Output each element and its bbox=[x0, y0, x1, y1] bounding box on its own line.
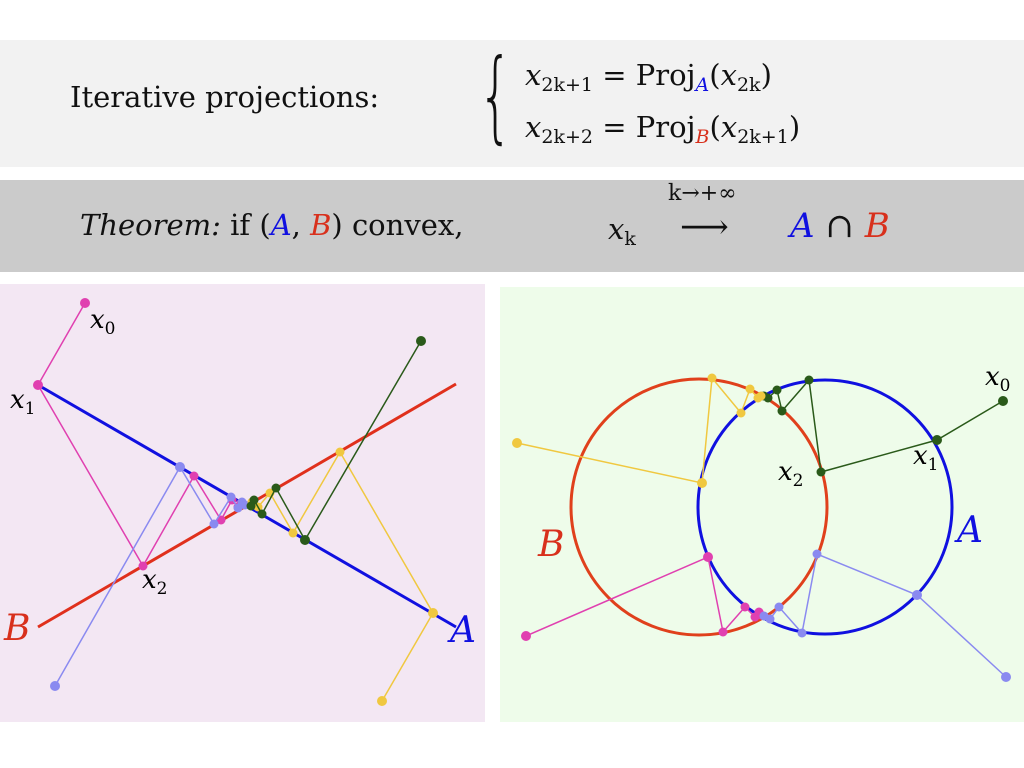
intro-text: Iterative projections: bbox=[70, 80, 380, 114]
right-green-iterate-point bbox=[816, 467, 826, 477]
right-lavender-iterate-point bbox=[759, 611, 769, 621]
left-lavender-iterate-point bbox=[226, 492, 236, 502]
left-green-iterate-point bbox=[257, 509, 267, 519]
theorem-statement: Theorem: if (A, B) convex, bbox=[80, 208, 464, 242]
left-pink-iterate-point bbox=[189, 471, 199, 481]
right-lavender-iterate-point bbox=[1001, 672, 1011, 682]
theorem-xk: xk bbox=[608, 212, 636, 250]
right-yellow-iterate-point bbox=[756, 391, 766, 401]
right-lavender-iterate-point bbox=[797, 628, 807, 638]
convergence-arrow: ⟶ bbox=[680, 207, 729, 247]
right-lavender-iterate-point bbox=[812, 549, 822, 559]
projection-formula-box bbox=[0, 40, 1024, 167]
right-yellow-iterate-point bbox=[745, 384, 755, 394]
right-pink-iterate-point bbox=[740, 602, 750, 612]
right-yellow-iterate-point bbox=[512, 438, 522, 448]
right-pink-iterate-point bbox=[703, 552, 713, 562]
left-lavender-iterate-point bbox=[175, 462, 185, 472]
right-x1-label: x1 bbox=[913, 441, 939, 475]
set-b-circle bbox=[569, 377, 829, 637]
left-green-iterate-point bbox=[416, 336, 426, 346]
left-x1-label: x1 bbox=[10, 385, 36, 419]
right-green-iterate-point bbox=[772, 385, 782, 395]
right-x2-label: x2 bbox=[778, 457, 804, 491]
left-green-iterate-point bbox=[300, 535, 310, 545]
left-x0-label: x0 bbox=[90, 305, 116, 339]
left-pink-iterate-point bbox=[33, 380, 43, 390]
left-pink-iterate-point bbox=[80, 298, 90, 308]
left-yellow-iterate-point bbox=[377, 696, 387, 706]
left-pink-iterate-point bbox=[138, 561, 148, 571]
left-brace: { bbox=[478, 37, 513, 154]
equation-1: x2k+1 = ProjA(x2k) bbox=[525, 58, 772, 96]
theorem-box bbox=[0, 180, 1024, 272]
right-green-iterate-point bbox=[998, 396, 1008, 406]
right-yellow-iterate-point bbox=[697, 478, 707, 488]
right-x0-label: x0 bbox=[985, 362, 1011, 396]
right-lavender-iterate-point bbox=[774, 602, 784, 612]
right-pink-iterate-point bbox=[521, 631, 531, 641]
left-yellow-iterate-point bbox=[428, 608, 438, 618]
right-b-label: B bbox=[537, 524, 564, 565]
right-yellow-iterate-point bbox=[707, 373, 717, 383]
left-lavender-iterate-point bbox=[50, 681, 60, 691]
left-a-label: A bbox=[447, 610, 476, 651]
right-yellow-iterate-point bbox=[736, 408, 746, 418]
left-yellow-iterate-point bbox=[288, 528, 298, 538]
left-yellow-iterate-point bbox=[335, 447, 345, 457]
equation-2: x2k+2 = ProjB(x2k+1) bbox=[525, 110, 801, 148]
right-panel-bg bbox=[500, 287, 1024, 722]
right-green-iterate-point bbox=[777, 406, 787, 416]
right-lavender-iterate-point bbox=[912, 590, 922, 600]
intersection: A ∩ B bbox=[790, 206, 890, 246]
left-labels: x0 x1 x2 A B bbox=[3, 305, 476, 651]
right-pink-iterate-point bbox=[718, 627, 728, 637]
set-a-circle bbox=[696, 378, 954, 636]
limit-label: k→+∞ bbox=[668, 181, 737, 206]
right-green-iterate-point bbox=[804, 375, 814, 385]
left-b-label: B bbox=[3, 608, 30, 649]
left-green-iterate-point bbox=[271, 483, 281, 493]
right-green-iterate-point bbox=[932, 435, 942, 445]
left-lavender-iterate-point bbox=[209, 519, 219, 529]
left-green-iterate-point bbox=[246, 501, 256, 511]
right-labels: x0 x1 x2 A B bbox=[537, 362, 1011, 565]
right-a-label: A bbox=[954, 510, 983, 551]
left-x2-label: x2 bbox=[142, 565, 168, 599]
circles-panel bbox=[569, 377, 954, 637]
